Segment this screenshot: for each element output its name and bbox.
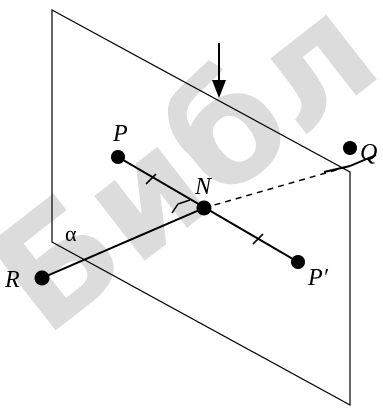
point-R [34, 270, 50, 286]
segment-N-hidden-dashed [203, 165, 351, 209]
point-Pprime [291, 255, 305, 269]
label-R: R [4, 267, 20, 293]
label-alpha: α [65, 221, 77, 246]
watermark: Библ [0, 0, 383, 367]
label-N: N [194, 174, 213, 200]
right-angle-marker [171, 199, 191, 214]
point-N [196, 200, 212, 216]
label-Pprime: P′ [307, 265, 329, 291]
label-Q: Q [360, 140, 377, 166]
label-P: P [112, 121, 128, 147]
plane-alpha [51, 8, 351, 407]
segment-to-Q [349, 154, 377, 167]
arrow-head-icon [212, 80, 226, 98]
tick-mark-PN [145, 173, 157, 185]
segment-to-Q-inner [323, 165, 351, 173]
tick-mark-NPprime [252, 233, 264, 245]
segment-RN [41, 207, 205, 279]
point-P [111, 150, 125, 164]
point-Q [343, 141, 357, 155]
